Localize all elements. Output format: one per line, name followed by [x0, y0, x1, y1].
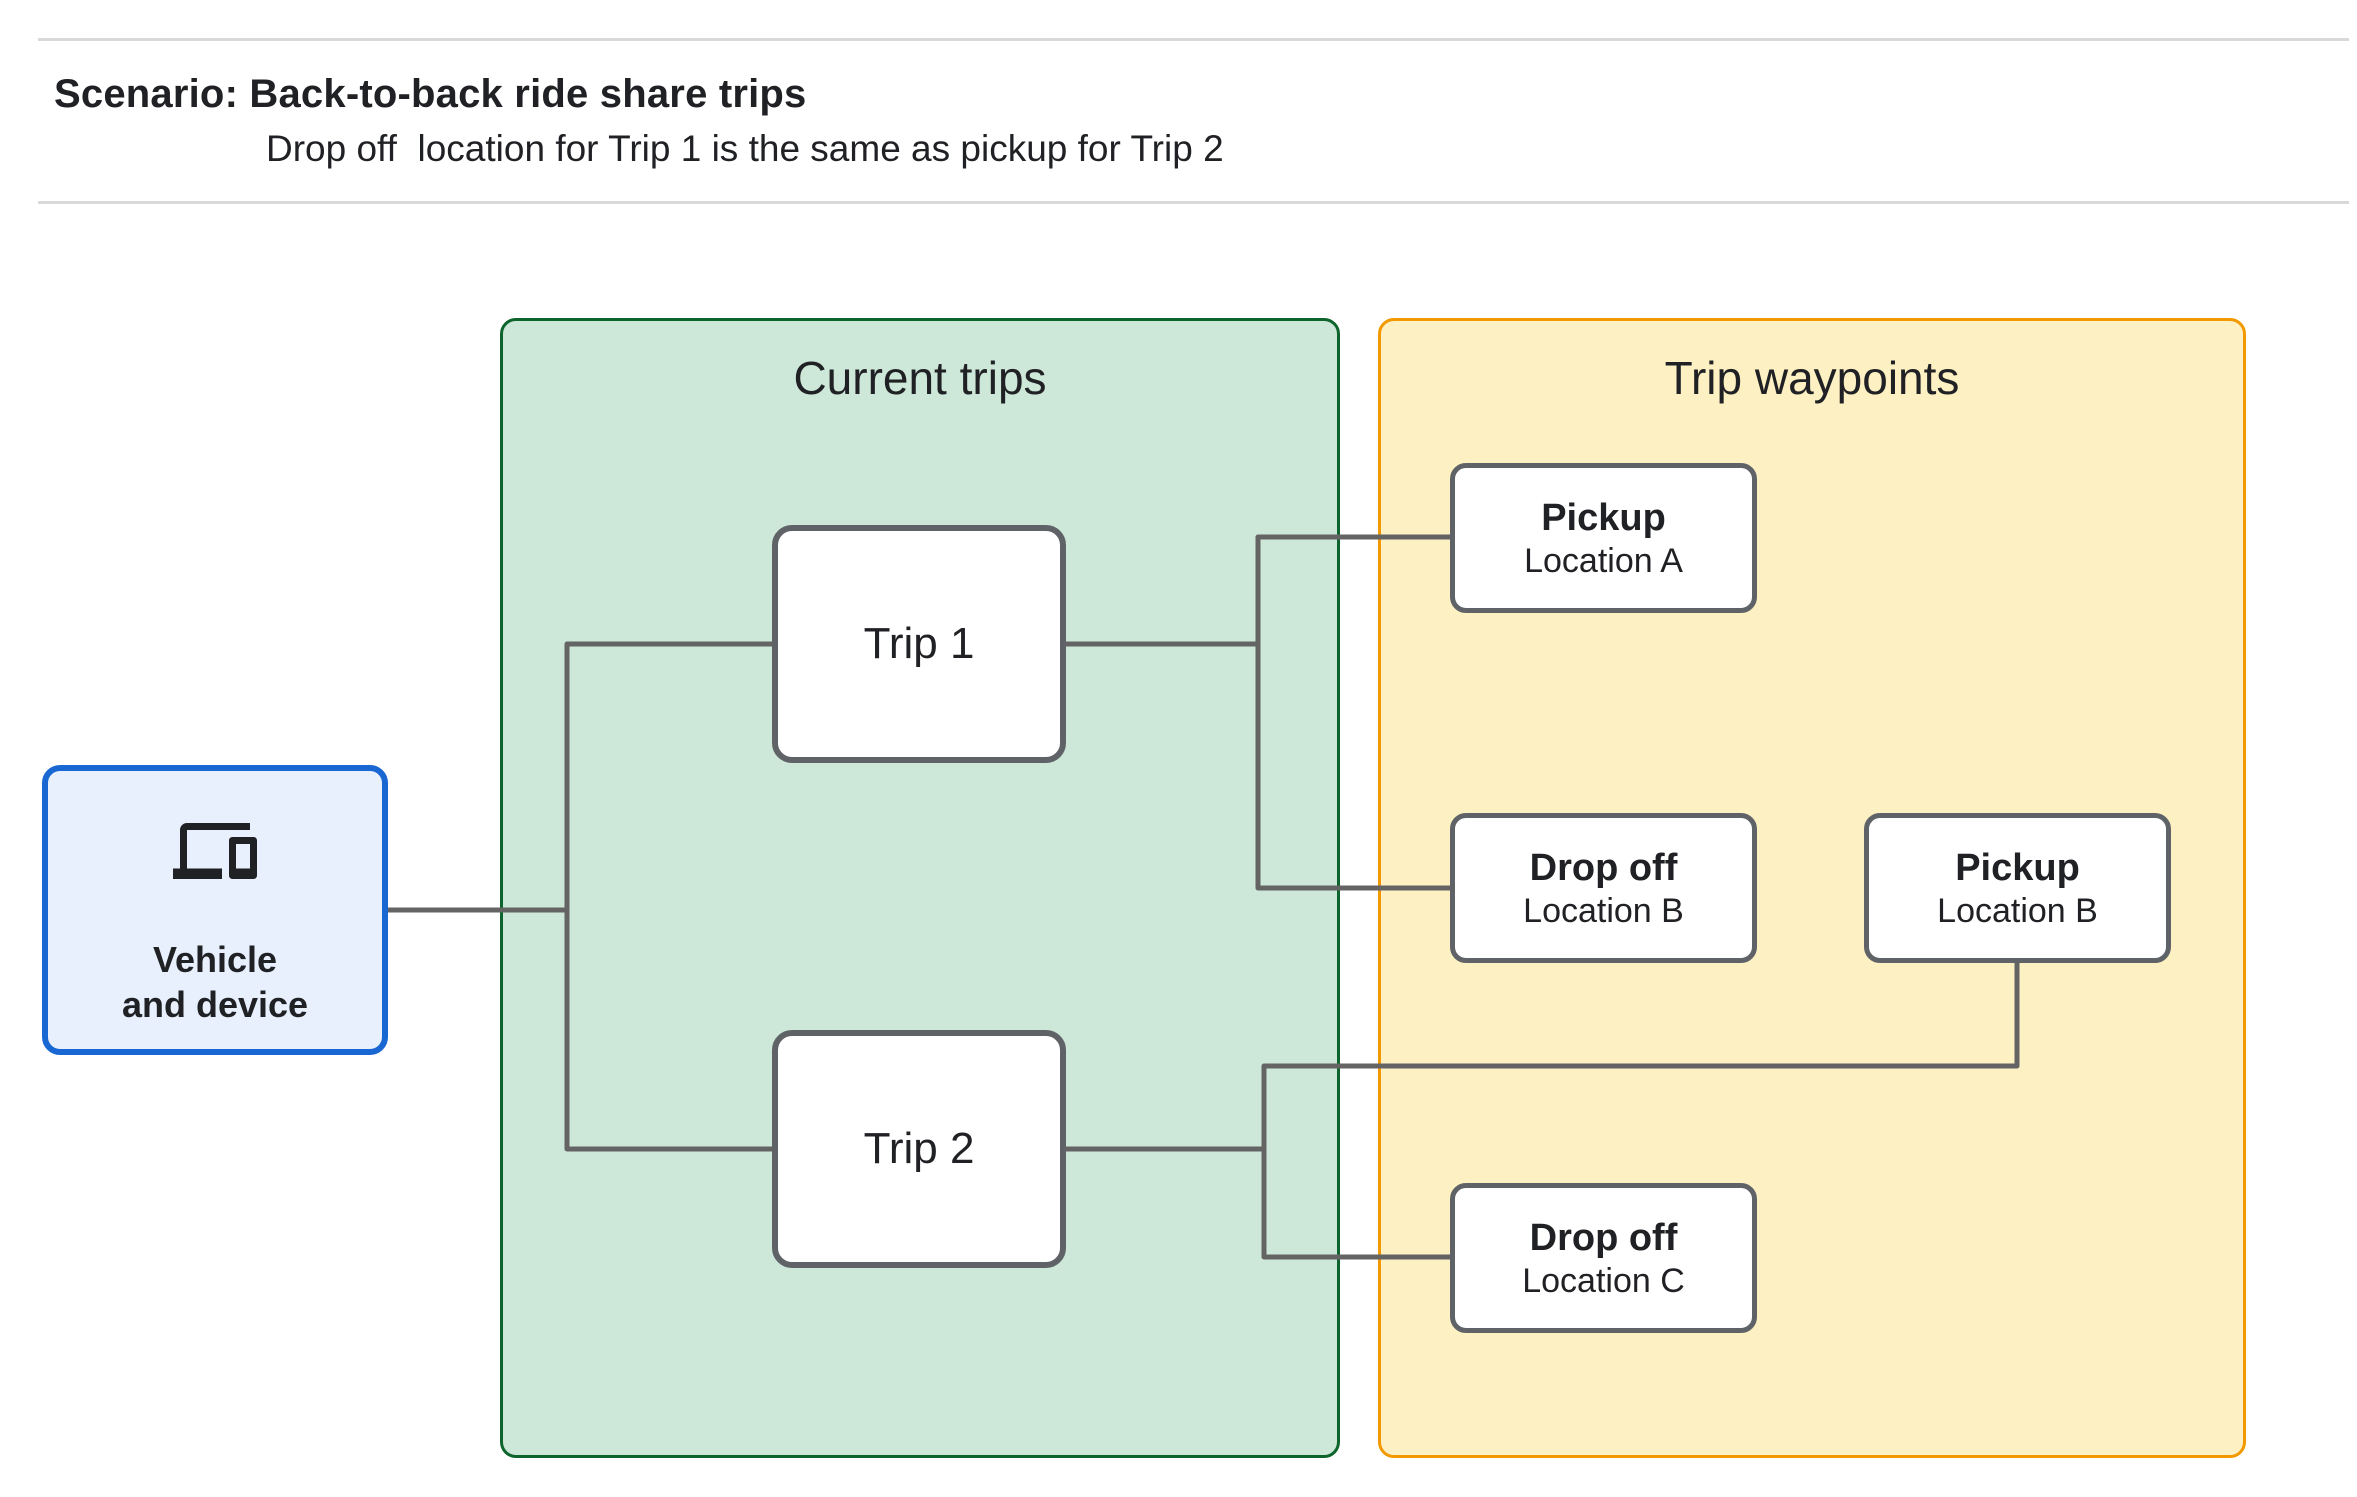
vehicle-label-line1: Vehicle	[152, 939, 278, 980]
trip-1-node: Trip 1	[772, 525, 1066, 763]
waypoint-title: Pickup	[1541, 497, 1666, 539]
page-title: Scenario: Back-to-back ride share trips	[54, 72, 807, 116]
trip-waypoints-label: Trip waypoints	[1664, 352, 1960, 404]
vehicle-node-label: Vehicle and device	[48, 937, 382, 1027]
vehicle-label-line2: and device	[121, 984, 309, 1025]
devices-icon	[173, 809, 257, 893]
waypoint-title: Drop off	[1529, 847, 1678, 889]
page-subtitle: Drop off location for Trip 1 is the same…	[266, 128, 1224, 169]
waypoint-subtitle: Location C	[1522, 1262, 1685, 1300]
trip-2-node: Trip 2	[772, 1030, 1066, 1268]
current-trips-label: Current trips	[793, 352, 1047, 404]
waypoint-title: Pickup	[1955, 847, 2080, 889]
waypoint-subtitle: Location B	[1937, 892, 2098, 930]
vehicle-and-device-node: Vehicle and device	[42, 765, 388, 1055]
waypoint-dropoff-location-c: Drop off Location C	[1450, 1183, 1757, 1333]
waypoint-pickup-location-b: Pickup Location B	[1864, 813, 2171, 963]
trip-2-label: Trip 2	[863, 1124, 975, 1173]
current-trips-container: Current trips	[500, 318, 1340, 1458]
waypoint-pickup-location-a: Pickup Location A	[1450, 463, 1757, 613]
header-divider	[38, 201, 2349, 204]
waypoint-title: Drop off	[1529, 1217, 1678, 1259]
waypoint-subtitle: Location A	[1524, 542, 1683, 580]
top-divider	[38, 38, 2349, 41]
waypoint-subtitle: Location B	[1523, 892, 1684, 930]
trip-1-label: Trip 1	[863, 619, 975, 668]
waypoint-dropoff-location-b: Drop off Location B	[1450, 813, 1757, 963]
